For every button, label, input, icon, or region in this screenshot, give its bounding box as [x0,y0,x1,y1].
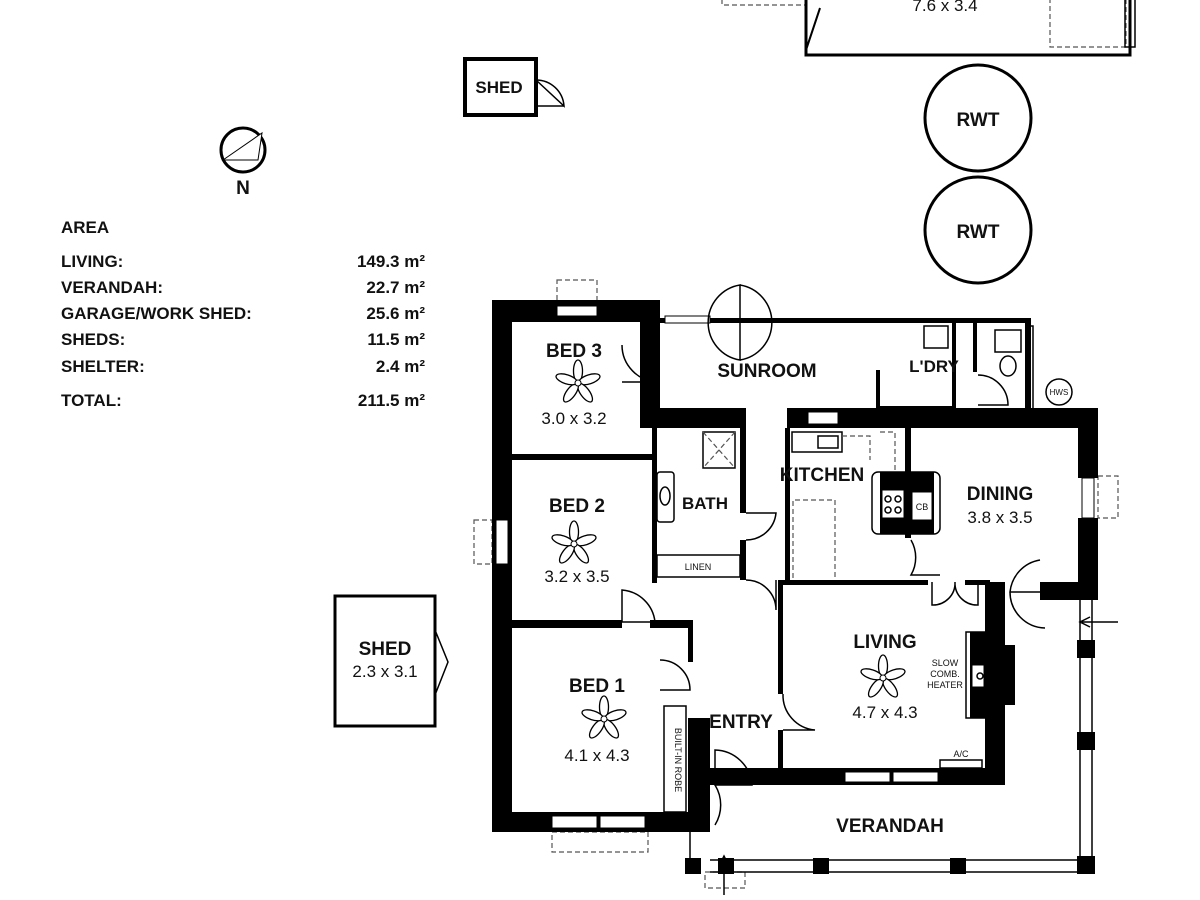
rwt-label: RWT [957,110,1000,131]
linen-label: LINEN [685,562,712,572]
fixtures: LINEN CB HWS BUILT-IN ROBE SLOW COMB. HE… [656,325,1073,813]
area-label: LIVING: [61,252,123,271]
ac-label: A/C [953,749,969,759]
living-dimensions: 4.7 x 4.3 [852,703,917,722]
area-label: GARAGE/WORK SHED: [61,304,252,323]
area-label: SHELTER: [61,357,145,376]
area-value: 25.6 m² [366,304,425,323]
entry-label: ENTRY [709,712,773,733]
dining-dimensions: 3.8 x 3.5 [967,508,1032,527]
shed-small: SHED [463,57,565,117]
area-value: 2.4 m² [376,357,425,376]
bed2-label: BED 2 [549,496,605,517]
ceiling-fan-icon [550,520,598,566]
garage: 7.6 x 3.4 [721,0,1136,57]
kitchen-label: KITCHEN [780,465,864,486]
robe-label: BUILT-IN ROBE [673,728,683,792]
heater-label: COMB. [930,669,960,679]
bed3-label: BED 3 [546,341,602,362]
sunroom-label: SUNROOM [717,361,816,382]
ceiling-fan-icon [580,695,628,741]
heater-label: SLOW [932,658,959,668]
area-value: 22.7 m² [366,278,425,297]
shed-large: SHED 2.3 x 3.1 [333,594,449,728]
verandah-label: VERANDAH [836,816,944,837]
hws-label: HWS [1050,388,1069,397]
cupboard-label: CB [916,502,929,512]
area-value: 149.3 m² [357,252,425,271]
ceiling-fan-icon [554,359,602,405]
living-label: LIVING [853,632,916,653]
area-table: AREA LIVING: 149.3 m² VERANDAH: 22.7 m² … [61,218,425,410]
shed-large-label: SHED [359,639,412,660]
dining-label: DINING [967,484,1034,505]
ceiling-fan-icon [859,654,907,700]
bed2-dimensions: 3.2 x 3.5 [544,567,609,586]
rwt-label: RWT [957,222,1000,243]
bed3-dimensions: 3.0 x 3.2 [541,409,606,428]
north-label: N [236,178,250,199]
bed1-label: BED 1 [569,676,625,697]
area-total-label: TOTAL: [61,391,122,410]
area-value: 11.5 m² [367,330,425,349]
area-label: SHEDS: [61,330,125,349]
rainwater-tank: RWT [923,175,1033,285]
area-label: VERANDAH: [61,278,163,297]
doors [621,284,1050,826]
bath-label: BATH [682,494,728,513]
heater-label: HEATER [927,680,963,690]
laundry-label: L'DRY [909,357,959,376]
north-arrow-icon: N [219,126,267,199]
shed-small-label: SHED [475,78,522,97]
area-title: AREA [61,218,109,237]
verandah: VERANDAH [685,600,1118,895]
garage-dimensions: 7.6 x 3.4 [912,0,977,15]
shed-large-dimensions: 2.3 x 3.1 [352,662,417,681]
area-total-value: 211.5 m² [358,391,425,410]
rainwater-tank: RWT [923,63,1033,173]
bed1-dimensions: 4.1 x 4.3 [564,746,629,765]
